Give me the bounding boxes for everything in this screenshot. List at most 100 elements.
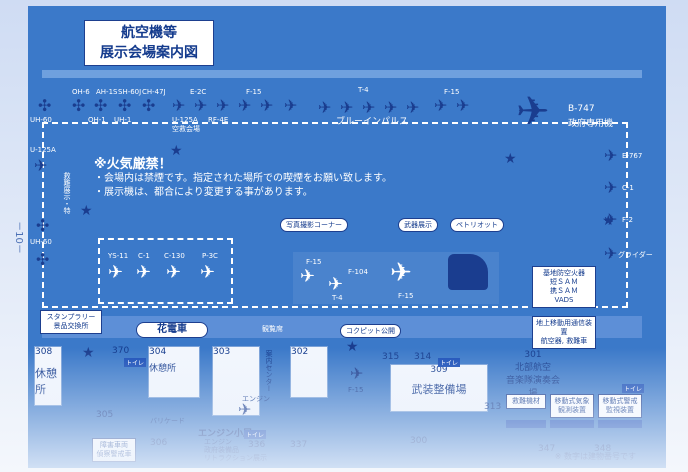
sam-line: VADS	[554, 296, 574, 304]
toilet-sign: トイレ	[124, 358, 147, 367]
airplane-icon: ✈	[362, 98, 376, 117]
patriot-label: ペトリオット	[450, 218, 504, 232]
airplane-icon: ✈	[318, 98, 332, 117]
building-number-337: 337	[290, 440, 308, 450]
photo-aircraft-label: F-15	[306, 258, 322, 266]
sam-title: 基地防空火器	[543, 269, 585, 277]
airplane-icon: ✈	[172, 96, 186, 115]
aircraft-label: U-125A	[172, 116, 198, 124]
building-number: 309	[430, 365, 448, 375]
engine-hut-label: エンジン小屋	[198, 429, 253, 439]
airplane-icon: ✈	[604, 244, 618, 263]
airplane-icon: ✈	[604, 210, 618, 229]
engine-exhibit-line: 政府装備品	[204, 446, 239, 454]
aircraft-label: F-15	[444, 88, 460, 96]
weapons-aircraft-label: F-15	[398, 292, 414, 300]
building-302: 302	[290, 346, 328, 398]
airplane-icon: ✈	[604, 178, 618, 197]
mobile-vehicles-line: 障害車両	[100, 441, 128, 449]
aircraft-label: T-4	[358, 86, 369, 94]
photo-corner-label: 写真撮影コーナー	[280, 218, 348, 232]
mobile-surveillance-box: 移動式警戒監視装置	[598, 394, 642, 418]
right-aircraft-label: グライダー	[618, 251, 653, 259]
weapons-display-label: 武器展示	[398, 218, 438, 232]
airplane-icon: ✈	[238, 400, 252, 419]
building-number-314: 314	[414, 352, 432, 362]
blue-impulse-label: ブルーインパルス	[336, 117, 409, 127]
helicopter-icon: ✣	[72, 96, 86, 115]
flower-tram: 花電車	[136, 322, 208, 338]
cockpit-aircraft-label: F-15	[348, 386, 364, 394]
aircraft-label: SH-60J	[118, 88, 142, 96]
warning-notice: ※火気厳禁！ ・会場内は禁煙です。指定された場所での喫煙をお願い致します。 ・展…	[94, 158, 392, 200]
aircraft-label: E-2C	[190, 88, 207, 96]
star-icon: ★	[602, 213, 615, 229]
stamp-rally-line: スタンプラリー	[46, 313, 96, 321]
comm-line: 地上移動用通信装置	[536, 319, 592, 336]
star-icon: ★	[80, 203, 93, 219]
viewing-seats-label: 観覧席	[262, 325, 283, 333]
building-number: 303	[213, 347, 231, 357]
map-title-line1: 航空機等	[121, 25, 177, 41]
airplane-icon: ✈	[284, 96, 298, 115]
toilet-sign: トイレ	[622, 384, 645, 393]
static-aircraft-label: C-1	[138, 252, 150, 260]
airplane-icon: ✈	[216, 96, 230, 115]
helicopter-icon: ✣	[142, 96, 156, 115]
map-title-line2: 展示会場案内図	[100, 45, 198, 61]
barricade-label: バリケード	[150, 417, 185, 425]
exhibit-bar	[550, 420, 594, 428]
venue-map: 航空機等 展示会場案内図 OH-6 AH-1S SH-60J CH-47J E-…	[28, 6, 666, 468]
airplane-icon: ✈	[434, 96, 448, 115]
building-308: 308 休憩所	[34, 346, 62, 406]
page-number: －10－	[12, 221, 24, 254]
band-venue-line: 音楽隊演奏会場	[505, 376, 560, 399]
aircraft-label: OH-1	[88, 116, 106, 124]
sam-line: 短ＳＡＭ	[550, 278, 578, 286]
star-icon: ★	[170, 143, 183, 159]
airplane-icon: ✈	[34, 156, 48, 175]
aircraft-label: AH-1S	[96, 88, 118, 96]
static-aircraft-label: YS-11	[108, 252, 129, 260]
building-number-300: 300	[410, 436, 428, 446]
aircraft-label: UH-1	[114, 116, 132, 124]
cockpit-label: コクピット公開	[340, 324, 401, 338]
building-number-315: 315	[382, 352, 400, 362]
aircraft-label: UH-60	[30, 116, 52, 124]
aircraft-label: F-15	[246, 88, 262, 96]
airplane-icon: ✈	[384, 98, 398, 117]
footnote: ※ 数字は建物番号です	[554, 452, 636, 461]
static-aircraft-label: P-3C	[202, 252, 218, 260]
static-aircraft-label: C-130	[164, 252, 185, 260]
rest-area-label: 休憩所	[149, 364, 177, 374]
airplane-icon: ✈	[136, 262, 152, 283]
sam-line: 携ＳＡＭ	[550, 287, 578, 295]
airplane-icon: ✈	[260, 96, 274, 115]
airplane-icon: ✈	[194, 96, 208, 115]
helicopter-icon: ✣	[94, 96, 108, 115]
gov-aircraft-type: B-747	[568, 104, 595, 114]
star-icon: ★	[82, 345, 95, 361]
engine-exhibit-line: エンジン	[204, 438, 232, 446]
building-number-313: 313	[484, 402, 502, 412]
mobile-vehicles-line: 偵察警戒車	[96, 450, 132, 458]
star-icon: ★	[504, 151, 517, 167]
info-center-label: 案内センター	[265, 350, 273, 392]
map-title: 航空機等 展示会場案内図	[84, 20, 214, 66]
stamp-rally-box: スタンプラリー 景品交換所	[40, 310, 102, 334]
building-number-306: 306	[150, 438, 168, 448]
helicopter-icon: ✣	[36, 216, 50, 235]
building-number: 302	[291, 347, 309, 357]
mobile-vehicles-box: 障害車両 偵察警戒車	[92, 438, 136, 462]
aircraft-label: OH-6	[72, 88, 90, 96]
toilet-sign: トイレ	[244, 430, 267, 439]
exhibit-bar	[506, 420, 546, 428]
building-number-305: 305	[96, 410, 114, 420]
engine-exhibit-line: リトラクション展示	[204, 454, 267, 462]
building-number-370: 370	[112, 346, 130, 356]
building-number: 301	[524, 350, 542, 360]
left-aircraft-label: UH-60	[30, 238, 52, 246]
airplane-icon: ✈	[350, 364, 364, 383]
building-number-347: 347	[538, 444, 556, 454]
